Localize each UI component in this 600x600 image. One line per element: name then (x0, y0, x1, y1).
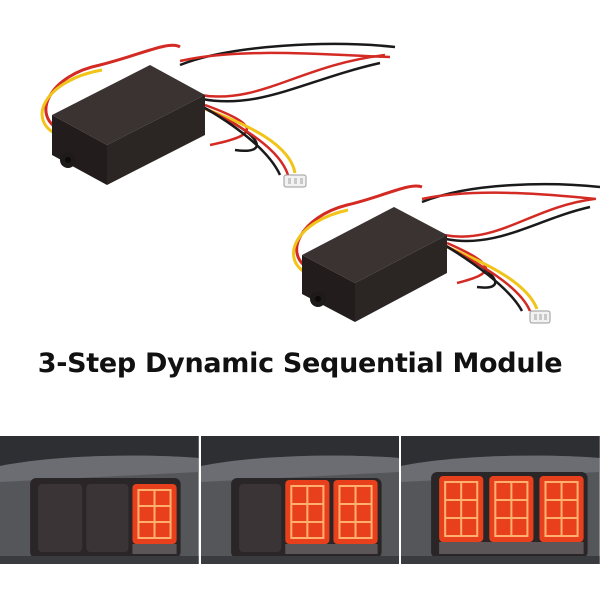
tail-light-photo (200, 436, 400, 564)
sequential-module-image-1 (30, 35, 400, 195)
product-headline: 3-Step Dynamic Sequential Module (37, 348, 563, 379)
tail-light-step-2 (200, 436, 400, 564)
tail-light-photo (0, 436, 199, 564)
lamp-segment-lit (439, 476, 484, 542)
lamp-segment-lit (333, 480, 378, 544)
sequential-module-illustration (291, 182, 600, 324)
sequential-module-illustration (40, 42, 396, 188)
tail-light-step-1 (0, 436, 199, 564)
tail-light-photo (401, 436, 600, 564)
lamp-segment-lit (132, 484, 177, 544)
lamp-segment-lit (284, 480, 330, 544)
sequential-module-image-2 (282, 177, 600, 332)
lamp-segment-lit (489, 476, 534, 542)
lamp-segment-lit (539, 476, 584, 542)
tail-light-step-3 (401, 436, 600, 564)
tail-light-sequence-strip (0, 436, 600, 564)
